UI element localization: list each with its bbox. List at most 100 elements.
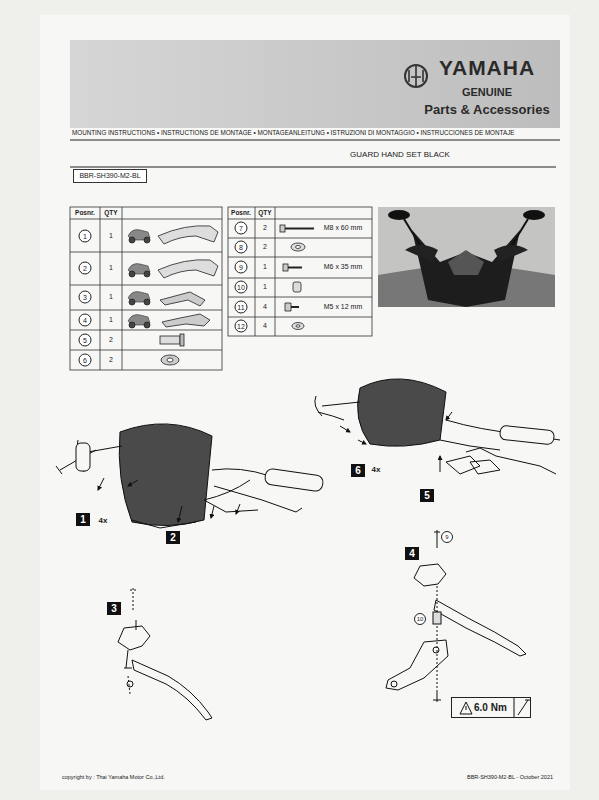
step3-drawing bbox=[118, 588, 212, 720]
table-cell: 1 bbox=[263, 263, 267, 271]
mounting-drawing bbox=[499, 425, 554, 445]
step3-drawing bbox=[132, 660, 212, 720]
product-photo bbox=[378, 207, 555, 307]
rule-line bbox=[70, 140, 560, 167]
handlebar-drawing bbox=[132, 500, 258, 528]
mounting-drawing bbox=[446, 456, 480, 474]
part-icon bbox=[128, 264, 150, 277]
handlebar-drawing bbox=[211, 506, 214, 518]
position-number: 5 bbox=[79, 334, 92, 347]
table-cell: 2 bbox=[263, 224, 267, 232]
part-icon bbox=[291, 243, 305, 251]
part-icon bbox=[128, 292, 150, 305]
position-number: 11 bbox=[235, 301, 248, 314]
parts-table bbox=[70, 207, 222, 370]
table-cell: QTY bbox=[104, 209, 117, 216]
step4-drawing bbox=[434, 530, 440, 548]
table-cell: 1 bbox=[109, 232, 113, 240]
part-icon bbox=[180, 334, 184, 346]
quantity-note: 4x bbox=[99, 517, 108, 526]
position-number: 8 bbox=[235, 241, 248, 254]
parts-table bbox=[228, 207, 372, 336]
step3-drawing bbox=[118, 620, 150, 650]
step4-drawing bbox=[433, 612, 441, 624]
position-number: 1 bbox=[79, 230, 92, 243]
handlebar-drawing bbox=[119, 424, 212, 526]
handlebar-drawing bbox=[128, 480, 138, 486]
node-text: 3 bbox=[111, 603, 117, 614]
position-number: 4 bbox=[79, 314, 92, 327]
part-icon bbox=[283, 264, 288, 271]
footer-text: copyright by : Thai Yamaha Motor Co.,Ltd… bbox=[62, 774, 165, 780]
handlebar-drawing bbox=[178, 506, 182, 522]
position-number: 12 bbox=[235, 320, 248, 333]
step-number: 1 bbox=[76, 513, 90, 526]
header-band bbox=[405, 65, 427, 87]
parts-table bbox=[228, 207, 372, 336]
step-number: 4 bbox=[405, 547, 419, 560]
part-icon bbox=[158, 226, 218, 244]
part-icon bbox=[296, 246, 301, 249]
torque-box: 6.0 Nm bbox=[451, 697, 531, 718]
table-cell: 2 bbox=[263, 243, 267, 251]
step3-drawing bbox=[130, 588, 136, 612]
table-cell: M5 x 12 mm bbox=[324, 303, 363, 311]
header-band bbox=[409, 66, 423, 86]
step4-drawing bbox=[391, 681, 397, 687]
position-number: 10 bbox=[235, 281, 248, 294]
part-icon bbox=[128, 230, 150, 243]
part-icon bbox=[167, 358, 173, 362]
position-number: 6 bbox=[79, 354, 92, 367]
node-text: 4 bbox=[409, 548, 415, 559]
part-icon bbox=[296, 325, 300, 327]
position-number: 9 bbox=[235, 261, 248, 274]
torque-icon bbox=[460, 697, 531, 718]
table-cell: 2 bbox=[109, 336, 113, 344]
mounting-drawing bbox=[440, 456, 441, 472]
table-cell: Posnr. bbox=[231, 209, 251, 216]
position-number: 7 bbox=[235, 222, 248, 235]
step4-drawing bbox=[433, 647, 439, 653]
step-number: 2 bbox=[166, 531, 180, 544]
part-icon bbox=[285, 303, 291, 311]
mounting-drawing bbox=[446, 412, 452, 420]
part-icon bbox=[293, 282, 301, 292]
header-band bbox=[70, 40, 560, 128]
step4-drawing bbox=[414, 564, 446, 586]
table-cell: Posnr. bbox=[75, 209, 95, 216]
footer-text: BBR-SH390-M2-BL - October 2021 bbox=[467, 774, 553, 780]
mounting-drawing bbox=[340, 426, 350, 432]
part-icon bbox=[292, 323, 304, 330]
node-text: 1 bbox=[80, 514, 86, 525]
brand-logo: YAMAHA bbox=[439, 56, 535, 79]
instruction-heading: MOUNTING INSTRUCTIONS • INSTRUCTIONS DE … bbox=[72, 130, 515, 137]
table-cell: 1 bbox=[263, 283, 267, 291]
step4-drawing bbox=[434, 600, 526, 656]
step4-drawing bbox=[433, 690, 441, 702]
table-cell: M8 x 60 mm bbox=[324, 224, 363, 232]
part-icon bbox=[161, 355, 179, 365]
handlebar-drawing bbox=[98, 478, 104, 490]
mounting-drawing bbox=[358, 379, 446, 446]
torque-icon bbox=[466, 706, 467, 710]
part-icon bbox=[288, 267, 302, 269]
mounting-drawing bbox=[358, 440, 366, 444]
brand-logo: GENUINE bbox=[462, 86, 512, 98]
parts-table bbox=[70, 207, 372, 370]
torque-icon bbox=[514, 697, 515, 718]
rule-line bbox=[70, 139, 560, 140]
torque-icon bbox=[460, 702, 472, 714]
position-number: 3 bbox=[79, 291, 92, 304]
table-cell: 1 bbox=[109, 316, 113, 324]
mounting-drawing bbox=[466, 448, 556, 474]
part-icon bbox=[128, 315, 150, 328]
step-number: 5 bbox=[420, 489, 434, 502]
part-icon bbox=[128, 225, 314, 365]
node-text: 5 bbox=[424, 490, 430, 501]
table-cell: 1 bbox=[109, 293, 113, 301]
callout-number: 10 bbox=[414, 613, 426, 625]
handlebar-drawing bbox=[56, 440, 122, 474]
node-text: 6.0 Nm bbox=[474, 702, 507, 713]
part-icon bbox=[291, 306, 299, 308]
